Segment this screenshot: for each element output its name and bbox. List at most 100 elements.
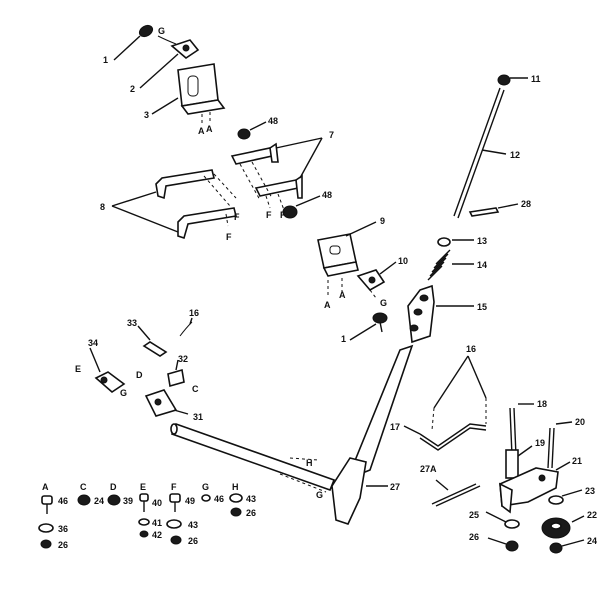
key-item-39: 39 <box>123 496 133 506</box>
callout-27: 27 <box>390 482 400 492</box>
callout-19: 19 <box>535 438 545 448</box>
reference-letters: G A A F F F F A A G E D C G H G <box>75 26 387 500</box>
part-lever-10 <box>356 261 397 299</box>
ref-letter-f: F <box>266 210 272 220</box>
ref-letter-d: D <box>136 370 143 380</box>
callout-28: 28 <box>521 199 531 209</box>
callout-32: 32 <box>178 354 188 364</box>
key-item-41: 41 <box>152 518 162 528</box>
ref-letter-g: G <box>158 26 165 36</box>
part-link-17 <box>403 355 487 451</box>
part-fork-8 <box>111 169 237 240</box>
callout-22: 22 <box>587 510 597 520</box>
part-arm-34 <box>89 347 126 394</box>
callout-16: 16 <box>189 308 199 318</box>
part-shaft <box>170 422 336 493</box>
key-letter-e: E <box>140 482 146 492</box>
part-rod-12 <box>453 87 507 219</box>
part-bolt-18 <box>509 403 534 457</box>
callout-26: 26 <box>469 532 479 542</box>
key-item-43: 43 <box>188 520 198 530</box>
callout-11: 11 <box>531 74 541 84</box>
key-letter-h: H <box>232 482 239 492</box>
callout-48: 48 <box>322 190 332 200</box>
callout-27a: 27A <box>420 464 437 474</box>
callout-17: 17 <box>390 422 400 432</box>
key-item-26: 26 <box>246 508 256 518</box>
part-lever-top <box>139 35 200 89</box>
part-nut-24 <box>549 539 585 554</box>
ref-letter-h: H <box>306 458 313 468</box>
ref-letter-a: A <box>324 300 331 310</box>
callout-12: 12 <box>510 150 520 160</box>
callout-10: 10 <box>398 256 408 266</box>
ref-letter-a: A <box>198 126 205 136</box>
callout-18: 18 <box>537 399 547 409</box>
part-bracket-9 <box>317 221 377 296</box>
part-pin-28 <box>468 203 519 217</box>
callout-14: 14 <box>477 260 487 270</box>
part-bracket-top <box>151 63 226 124</box>
callout-13: 13 <box>477 236 487 246</box>
part-bolt-1-mid <box>349 312 388 341</box>
key-item-49: 49 <box>185 496 195 506</box>
callout-8: 8 <box>100 202 105 212</box>
key-letter-a: A <box>42 482 49 492</box>
key-item-24: 24 <box>94 496 104 506</box>
callout-33: 33 <box>127 318 137 328</box>
part-fork-7 <box>230 137 323 211</box>
part-block-32 <box>167 359 185 388</box>
ref-letter-e: E <box>75 364 81 374</box>
callout-2: 2 <box>130 84 135 94</box>
ref-letter-a: A <box>339 290 346 300</box>
key-item-26: 26 <box>58 540 68 550</box>
key-letter-g: G <box>202 482 209 492</box>
part-bracket-31 <box>144 389 189 417</box>
key-letter-c: C <box>80 482 87 492</box>
callout-31: 31 <box>193 412 203 422</box>
callout-25: 25 <box>469 510 479 520</box>
callout-34: 34 <box>88 338 98 348</box>
part-nut-48-top <box>237 121 267 140</box>
key-item-42: 42 <box>152 530 162 540</box>
callout-16: 16 <box>466 344 476 354</box>
part-spring-14 <box>427 249 474 281</box>
ref-letter-g: G <box>120 388 127 398</box>
hardware-key <box>38 493 243 549</box>
part-nut-48-mid <box>282 195 321 219</box>
ref-letter-f: F <box>226 232 232 242</box>
callout-24: 24 <box>587 536 597 546</box>
callout-labels: 1 2 3 48 7 8 48 9 10 1 11 12 28 13 14 15… <box>88 55 597 546</box>
callout-7: 7 <box>329 130 334 140</box>
key-item-46: 46 <box>214 494 224 504</box>
part-bolt-20 <box>547 421 573 469</box>
part-nut-26-right <box>487 537 519 552</box>
key-item-26: 26 <box>188 536 198 546</box>
key-item-43: 43 <box>246 494 256 504</box>
ref-letter-f: F <box>234 212 240 222</box>
callout-48: 48 <box>268 116 278 126</box>
ref-letter-g: G <box>380 298 387 308</box>
ref-letter-a: A <box>206 124 213 134</box>
key-item-40: 40 <box>152 498 162 508</box>
callout-20: 20 <box>575 417 585 427</box>
callout-23: 23 <box>585 486 595 496</box>
callout-1: 1 <box>103 55 108 65</box>
part-washer-25 <box>485 511 520 529</box>
part-spring-27a <box>431 479 481 507</box>
callout-1: 1 <box>341 334 346 344</box>
key-item-36: 36 <box>58 524 68 534</box>
part-bolt-top <box>113 24 154 61</box>
part-yoke-15 <box>407 284 474 344</box>
ref-letter-c: C <box>192 384 199 394</box>
part-pin-16-left <box>179 317 193 337</box>
callout-9: 9 <box>380 216 385 226</box>
key-letter-f: F <box>171 482 177 492</box>
ref-letter-g: G <box>316 490 323 500</box>
key-item-46: 46 <box>58 496 68 506</box>
callout-15: 15 <box>477 302 487 312</box>
hardware-key-labels: A 46 36 26 C 24 D 39 E 40 41 42 F 49 43 … <box>42 482 256 550</box>
part-washer-13 <box>437 237 474 247</box>
